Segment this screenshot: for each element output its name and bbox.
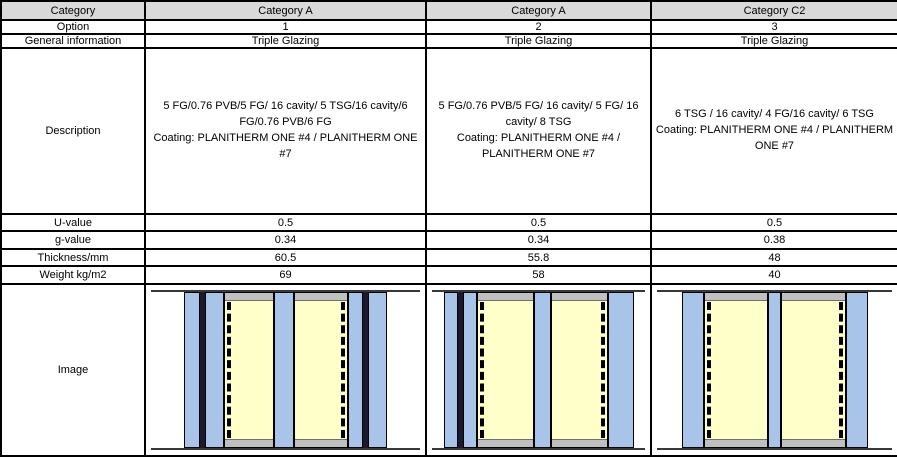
coating-dashed-line — [706, 302, 711, 438]
glass-pane — [607, 292, 634, 448]
u-value-cell-2: 0.5 — [425, 213, 652, 232]
pvb-interlayer — [457, 292, 463, 448]
spacer-bar — [225, 439, 273, 447]
table-row: Category Category A Category A Category … — [0, 0, 897, 21]
row-label-u-value: U-value — [0, 213, 146, 232]
row-label-thickness: Thickness/mm — [0, 248, 146, 267]
category-cell-1: Category A — [144, 0, 427, 21]
gas-cavity — [780, 292, 846, 448]
table-row: Thickness/mm 60.5 55.8 48 — [0, 248, 897, 267]
coating-text: Coating: PLANITHERM ONE #4 / PLANITHERM … — [153, 132, 418, 160]
spacer-bar — [551, 293, 607, 301]
spacer-bar — [225, 293, 273, 301]
description-text: 5 FG/0.76 PVB/5 FG/ 16 cavity/ 5 FG/ 16 … — [438, 100, 639, 129]
glass-pane — [348, 292, 363, 448]
pvb-interlayer — [363, 292, 368, 448]
row-label-option: Option — [0, 19, 146, 35]
coating-dashed-line — [479, 302, 484, 438]
gas-cavity — [224, 292, 274, 448]
table-row: Option 1 2 3 — [0, 19, 897, 35]
option-cell-1: 1 — [144, 19, 427, 35]
glazing-diagram — [184, 292, 387, 448]
option-cell-2: 2 — [425, 19, 652, 35]
spacer-bar — [781, 293, 845, 301]
category-cell-2: Category A — [425, 0, 652, 21]
spacer-bar — [781, 439, 845, 447]
description-cell-1: 5 FG/0.76 PVB/5 FG/ 16 cavity/ 5 TSG/16 … — [144, 47, 427, 215]
weight-cell-1: 69 — [144, 265, 427, 285]
glass-pane — [184, 292, 200, 448]
coating-dashed-line — [600, 302, 605, 438]
category-cell-3: Category C2 — [650, 0, 897, 21]
spacer-bar — [477, 293, 533, 301]
gas-cavity — [476, 292, 534, 448]
table-row: Weight kg/m2 69 58 40 — [0, 265, 897, 285]
image-cell-3 — [650, 283, 897, 457]
table-row: U-value 0.5 0.5 0.5 — [0, 213, 897, 232]
glazing-diagram — [681, 292, 868, 448]
glass-pane — [767, 292, 781, 448]
thickness-cell-3: 48 — [650, 248, 897, 267]
spacer-bar — [704, 439, 767, 447]
table-row: General information Triple Glazing Tripl… — [0, 33, 897, 49]
general-info-cell-3: Triple Glazing — [650, 33, 897, 49]
g-value-cell-1: 0.34 — [144, 230, 427, 250]
gas-cavity — [550, 292, 608, 448]
table-row: g-value 0.34 0.34 0.38 — [0, 230, 897, 250]
thickness-cell-1: 60.5 — [144, 248, 427, 267]
glass-pane — [533, 292, 551, 448]
row-label-g-value: g-value — [0, 230, 146, 250]
spacer-bar — [295, 293, 347, 301]
thickness-cell-2: 55.8 — [425, 248, 652, 267]
row-label-category: Category — [0, 0, 146, 21]
glass-pane — [368, 292, 387, 448]
glazing-diagram — [443, 292, 634, 448]
description-cell-2: 5 FG/0.76 PVB/5 FG/ 16 cavity/ 5 FG/ 16 … — [425, 47, 652, 215]
option-cell-3: 3 — [650, 19, 897, 35]
glass-pane — [443, 292, 458, 448]
glass-pane — [681, 292, 704, 448]
table-row: Description 5 FG/0.76 PVB/5 FG/ 16 cavit… — [0, 47, 897, 215]
glazing-cross-section-2 — [432, 290, 645, 450]
glass-pane — [205, 292, 224, 448]
spacer-bar — [704, 293, 767, 301]
u-value-cell-3: 0.5 — [650, 213, 897, 232]
spacer-bar — [295, 439, 347, 447]
row-label-weight: Weight kg/m2 — [0, 265, 146, 285]
description-cell-3: 6 TSG / 16 cavity/ 4 FG/16 cavity/ 6 TSG… — [650, 47, 897, 215]
spacer-bar — [477, 439, 533, 447]
g-value-cell-2: 0.34 — [425, 230, 652, 250]
glass-pane — [845, 292, 868, 448]
spacer-bar — [551, 439, 607, 447]
row-label-general-information: General information — [0, 33, 146, 49]
row-label-description: Description — [0, 47, 146, 215]
glazing-cross-section-3 — [657, 290, 892, 450]
glass-pane — [274, 292, 294, 448]
general-info-cell-2: Triple Glazing — [425, 33, 652, 49]
table-row: Image — [0, 283, 897, 457]
image-cell-1 — [144, 283, 427, 457]
coating-dashed-line — [227, 302, 231, 438]
gas-cavity — [703, 292, 768, 448]
description-text: 6 TSG / 16 cavity/ 4 FG/16 cavity/ 6 TSG — [675, 108, 874, 121]
glass-pane — [462, 292, 477, 448]
image-cell-2 — [425, 283, 652, 457]
coating-dashed-line — [341, 302, 345, 438]
coating-text: Coating: PLANITHERM ONE #4 / PLANITHERM … — [655, 124, 894, 152]
glazing-cross-section-1 — [151, 290, 420, 450]
row-label-image: Image — [0, 283, 146, 457]
general-info-cell-1: Triple Glazing — [144, 33, 427, 49]
coating-dashed-line — [838, 302, 843, 438]
gas-cavity — [294, 292, 348, 448]
weight-cell-3: 40 — [650, 265, 897, 285]
coating-text: Coating: PLANITHERM ONE #4 / PLANITHERM … — [456, 132, 621, 160]
g-value-cell-3: 0.38 — [650, 230, 897, 250]
pvb-interlayer — [200, 292, 205, 448]
u-value-cell-1: 0.5 — [144, 213, 427, 232]
weight-cell-2: 58 — [425, 265, 652, 285]
description-text: 5 FG/0.76 PVB/5 FG/ 16 cavity/ 5 TSG/16 … — [163, 100, 408, 129]
